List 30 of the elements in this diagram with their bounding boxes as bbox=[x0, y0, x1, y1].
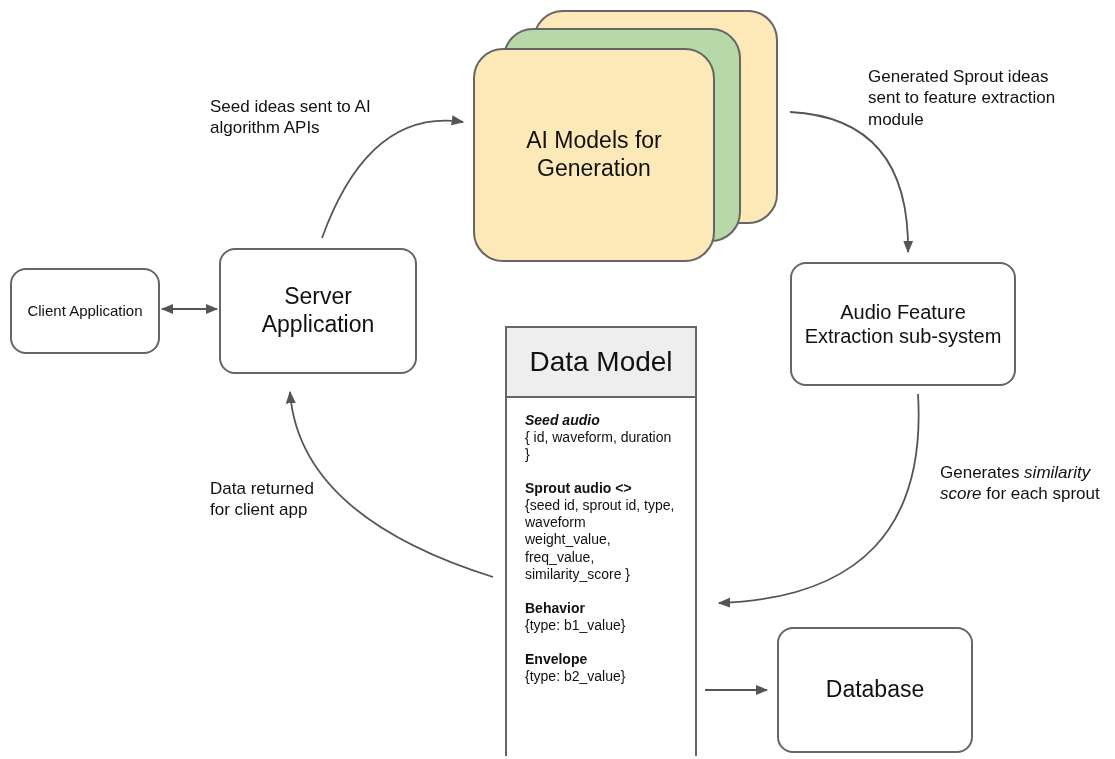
model-card bbox=[473, 48, 715, 262]
node-label: AI Models for Generation bbox=[525, 127, 663, 183]
edge-label: Generated Sprout ideas sent to feature extraction module bbox=[868, 66, 1057, 130]
arrow bbox=[321, 116, 465, 239]
section-heading: Behavior bbox=[525, 599, 586, 617]
arrow bbox=[789, 111, 913, 254]
process-box bbox=[10, 268, 160, 354]
arrow bbox=[717, 393, 920, 608]
section-heading: Envelope bbox=[525, 650, 589, 668]
section-heading: Sprout audio <> bbox=[525, 480, 633, 498]
field-list: {type: b1_value} bbox=[525, 616, 675, 634]
edge-label: Data returned for client app bbox=[210, 478, 315, 521]
field-list: {type: b2_value} bbox=[525, 667, 675, 685]
process-box bbox=[790, 262, 1016, 386]
table-header: Data Model bbox=[507, 328, 695, 398]
node-label: Audio Feature Extraction sub-system bbox=[803, 300, 1003, 348]
field-list: { id, waveform, duration } bbox=[525, 429, 675, 464]
process-box bbox=[219, 248, 417, 374]
arrow bbox=[704, 684, 769, 696]
node-label: Server Application bbox=[260, 283, 376, 339]
arrow bbox=[160, 303, 219, 315]
arrow bbox=[286, 390, 494, 578]
edge-label: Seed ideas sent to AI algorithm APIs bbox=[210, 96, 372, 139]
edge-label: Generates similarity score for each sprout bbox=[940, 462, 1101, 505]
node-label: Client Application bbox=[27, 302, 143, 320]
field-list: {seed id, sprout id, type, waveform weight_value, freq_value, similarity_score } bbox=[525, 497, 675, 583]
process-box bbox=[777, 627, 973, 753]
node-label: Database bbox=[825, 676, 925, 704]
section-heading: Seed audio bbox=[525, 412, 601, 430]
data-model-table bbox=[505, 326, 697, 756]
